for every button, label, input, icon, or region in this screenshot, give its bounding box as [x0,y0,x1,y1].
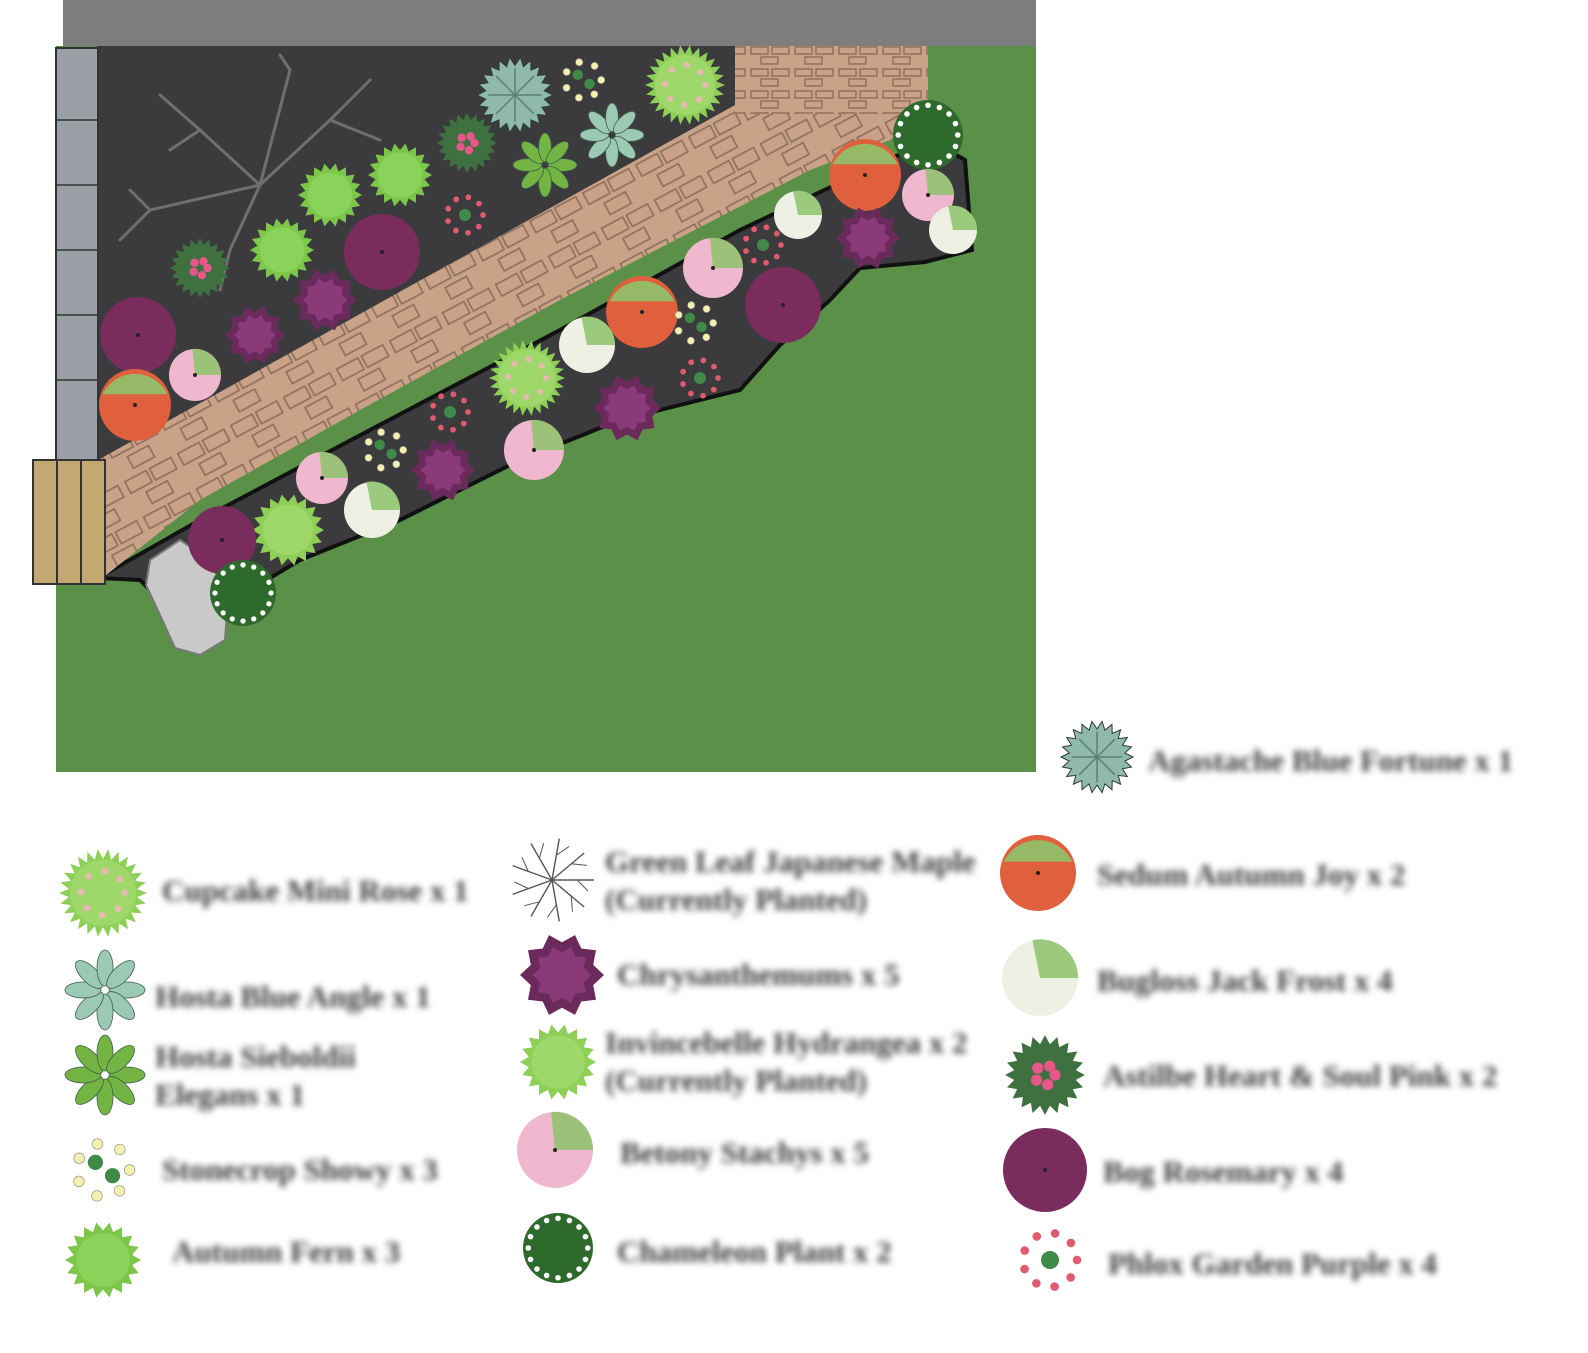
plan-autumn-fern-icon [368,143,432,207]
stonecrop-icon [73,1138,136,1202]
betony-icon [517,1111,594,1188]
legend-label: Autumn Fern x 3 [172,1234,401,1269]
plan-phlox-icon [680,357,721,399]
plan-stonecrop-icon [562,58,606,102]
astilbe-icon [1005,1035,1085,1115]
plan-bugloss-icon [344,481,401,538]
plan-chrysanthemum-icon [593,375,661,441]
house-wall [63,0,1036,46]
plan-hosta-sieboldii-icon [512,132,578,198]
legend-label: Betony Stachys x 5 [620,1135,869,1170]
bog-rosemary-icon [1003,1128,1087,1212]
legend-label: Bugloss Jack Frost x 4 [1097,963,1393,998]
agastache-icon [1059,720,1135,794]
japanese-maple-canopy [118,53,382,292]
chameleon-plant-icon [523,1213,593,1283]
legend-label: Chrysanthemums x 5 [617,957,900,992]
plan-chrysanthemum-icon [293,269,357,331]
legend-label: Phlox Garden Purple x 4 [1108,1246,1437,1281]
hosta-sieboldii-icon [64,1034,146,1116]
plan-bog-rosemary-icon [100,297,176,373]
bench [32,459,106,585]
plan-autumn-fern-icon [250,218,314,282]
bugloss-icon [1002,939,1079,1016]
plan-sedum-icon [606,276,678,348]
plan-betony-icon [169,348,222,401]
plan-bugloss-icon [929,205,978,254]
legend-label: Stonecrop Showy x 3 [162,1152,438,1187]
plan-phlox-icon [445,194,486,236]
plan-autumn-fern-icon [298,163,362,227]
plan-chameleon-plant-icon [210,560,276,626]
plan-phlox-icon [430,391,471,433]
plan-betony-icon [504,419,565,480]
legend-label: Invincebelle Hydrangea x 2 (Currently Pl… [605,1025,968,1098]
plan-bog-rosemary-icon [188,506,256,574]
legend-label: Astilbe Heart & Soul Pink x 2 [1103,1058,1498,1093]
legend-label: Hosta Sieboldii Elegans x 1 [155,1039,356,1112]
cupcake-rose-icon [59,849,147,937]
autumn-fern-icon [65,1222,141,1298]
sedum-icon [1000,835,1076,911]
plan-betony-icon [296,451,349,504]
plan-astilbe-icon [437,113,497,173]
plan-stonecrop-icon [364,428,408,472]
legend-label: Cupcake Mini Rose x 1 [162,873,469,908]
brick-landing [735,46,928,114]
plan-hosta-blue-icon [579,102,645,168]
legend-label: Sedum Autumn Joy x 2 [1097,857,1406,892]
plan-cupcake-rose-icon [645,45,725,125]
legend-label: Agastache Blue Fortune x 1 [1148,743,1514,778]
hosta-blue-icon [64,949,146,1031]
plan-phlox-icon [743,224,784,266]
phlox-icon [1020,1229,1082,1291]
legend-label: Bog Rosemary x 4 [1103,1154,1344,1189]
chrysanthemum-icon [520,935,604,1015]
plan-astilbe-icon [170,238,230,298]
plan-betony-icon [683,237,744,298]
plan-bog-rosemary-icon [344,214,420,290]
brick-path [98,46,928,580]
plan-bugloss-icon [774,190,823,239]
fence [55,47,99,461]
plan-stonecrop-icon [674,301,718,345]
plan-chrysanthemum-icon [836,207,900,269]
japanese-maple-icon [512,838,594,922]
plan-chrysanthemum-icon [411,439,475,501]
plan-bugloss-icon [559,316,616,373]
legend-label: Hosta Blue Angle x 1 [155,979,431,1014]
plan-chameleon-plant-icon [893,100,963,170]
plan-agastache-icon [475,56,555,134]
plan-cupcake-rose-icon [489,340,565,416]
legend-label: Chameleon Plant x 2 [617,1234,892,1269]
legend-label: Green Leaf Japanese Maple (Currently Pla… [605,844,976,917]
plan-sedum-icon [829,139,901,211]
hydrangea-icon [520,1024,596,1100]
plan-chrysanthemum-icon [225,306,285,364]
plan-hydrangea-icon [252,494,324,566]
plan-betony-icon [902,168,955,221]
plan-sedum-icon [99,369,171,441]
plan-bog-rosemary-icon [745,267,821,343]
